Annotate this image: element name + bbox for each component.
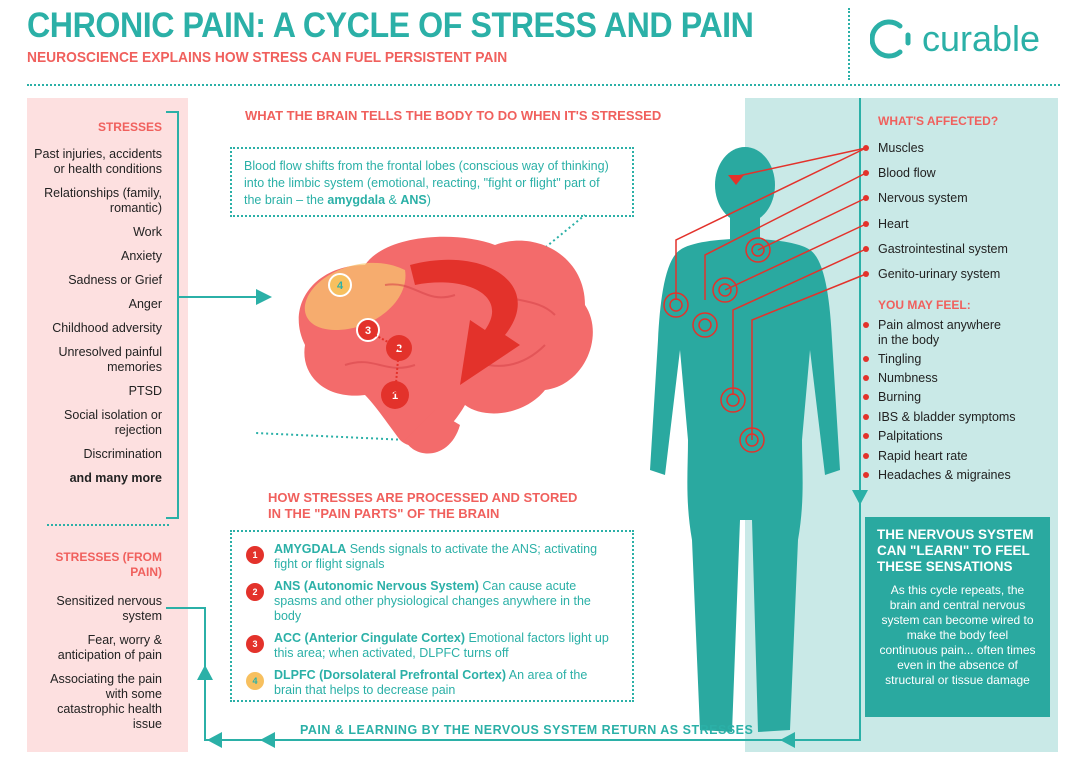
brain-heading: WHAT THE BRAIN TELLS THE BODY TO DO WHEN… <box>245 108 662 123</box>
brainstem <box>405 410 460 454</box>
divider <box>848 8 850 80</box>
number-badge: 4 <box>246 672 264 690</box>
page-subtitle: NEUROSCIENCE EXPLAINS HOW STRESS CAN FUE… <box>27 49 508 66</box>
item-term: DLPFC (Dorsolateral Prefrontal Cortex) <box>274 668 506 682</box>
number-badge: 1 <box>246 546 264 564</box>
item-desc: Emotional factors light up this area; wh… <box>274 631 609 660</box>
stress-item: Past injuries, accidents or health condi… <box>34 147 162 176</box>
processing-item: 1 AMYGDALA Sends signals to activate the … <box>246 542 618 572</box>
page-title: CHRONIC PAIN: A CYCLE OF STRESS AND PAIN <box>27 6 754 45</box>
note-text: Blood flow shifts from the frontal lobes… <box>244 159 609 207</box>
stress-item: Childhood adversity <box>52 321 162 335</box>
stresses-divider <box>47 524 169 526</box>
marker-4: 4 <box>337 280 344 292</box>
number-badge: 3 <box>246 635 264 653</box>
item-term: ACC (Anterior Cingulate Cortex) <box>274 631 465 645</box>
note-and: & <box>385 193 401 207</box>
logo-text: curable <box>922 18 1041 59</box>
note-close: ) <box>426 193 431 207</box>
brain-illustration: 4 3 2 1 <box>298 236 593 454</box>
feel-heading: YOU MAY FEEL: <box>878 298 971 312</box>
blood-flow-note: Blood flow shifts from the frontal lobes… <box>230 147 634 217</box>
processing-list: 1 AMYGDALA Sends signals to activate the … <box>230 530 634 702</box>
note-amygdala: amygdala <box>327 193 386 207</box>
stress-item: Anger <box>128 297 162 311</box>
affected-item: Blood flow <box>878 166 936 180</box>
item-term: ANS (Autonomic Nervous System) <box>274 579 479 593</box>
stresses-panel <box>27 98 188 752</box>
learning-title: THE NERVOUS SYSTEM CAN "LEARN" TO FEEL T… <box>877 527 1034 574</box>
pain-stresses-list: STRESSES (FROM PAIN) Sensitized nervous … <box>42 550 162 741</box>
item-term: AMYGDALA <box>274 542 347 556</box>
stresses-heading: STRESSES <box>97 120 162 134</box>
processing-heading: HOW STRESSES ARE PROCESSED AND STORED IN… <box>268 490 578 521</box>
stress-item: Sensitized nervous system <box>56 594 162 623</box>
stresses-list: STRESSES Past injuries, accidents or hea… <box>22 120 162 495</box>
stress-item: and many more <box>69 471 162 485</box>
number-badge: 2 <box>246 583 264 601</box>
stress-item: Social isolation or rejection <box>64 408 162 437</box>
stress-item: Discrimination <box>83 447 163 461</box>
processing-item: 2 ANS (Autonomic Nervous System) Can caus… <box>246 579 618 624</box>
stress-item: Fear, worry & anticipation of pain <box>57 633 162 662</box>
header-divider <box>27 84 1060 86</box>
feel-item: Numbness <box>878 371 938 385</box>
stress-item: Relationships (family, romantic) <box>44 186 162 215</box>
stress-item: Associating the pain with some catastrop… <box>50 672 162 731</box>
affected-item: Genito-urinary system <box>878 267 1001 281</box>
stress-item: Work <box>133 225 162 239</box>
feel-item: Headaches & migraines <box>878 468 1011 482</box>
affected-item: Gastrointestinal system <box>878 242 1008 256</box>
learning-body: As this cycle repeats, the brain and cen… <box>879 583 1036 687</box>
marker-3: 3 <box>365 325 371 337</box>
stress-item: Anxiety <box>121 249 162 263</box>
item-desc: An area of the brain that helps to decre… <box>274 668 588 697</box>
affected-heading: WHAT'S AFFECTED? <box>878 114 999 128</box>
learning-callout: THE NERVOUS SYSTEM CAN "LEARN" TO FEEL T… <box>865 517 1050 717</box>
return-label: PAIN & LEARNING BY THE NERVOUS SYSTEM RE… <box>300 723 754 737</box>
item-desc: Can cause acute spasms and other physiol… <box>274 579 591 623</box>
feel-item: Tingling <box>878 352 922 366</box>
blood-flow-arrow <box>410 259 520 385</box>
feel-item: Burning <box>878 390 922 404</box>
human-body-illustration <box>650 147 867 732</box>
processing-item: 3 ACC (Anterior Cingulate Cortex) Emotion… <box>246 631 618 661</box>
marker-1: 1 <box>392 390 398 402</box>
item-desc: Sends signals to activate the ANS; activ… <box>274 542 598 571</box>
note-ans: ANS <box>400 193 427 207</box>
pain-stresses-heading: STRESSES (FROM PAIN) <box>55 550 162 579</box>
logo-ring-icon <box>870 19 911 59</box>
feel-item: Palpitations <box>878 429 943 443</box>
affected-item: Heart <box>878 217 909 231</box>
stress-item: PTSD <box>128 384 162 398</box>
stress-item: Sadness or Grief <box>68 273 162 287</box>
feel-item: Pain almost anywhere in the body <box>878 318 1001 347</box>
affected-item: Nervous system <box>878 191 968 205</box>
curable-logo: curable <box>870 18 1040 60</box>
affected-item: Muscles <box>878 141 924 155</box>
feel-item: IBS & bladder symptoms <box>878 410 1016 424</box>
stress-item: Unresolved painful memories <box>58 345 162 374</box>
feel-item: Rapid heart rate <box>878 449 968 463</box>
